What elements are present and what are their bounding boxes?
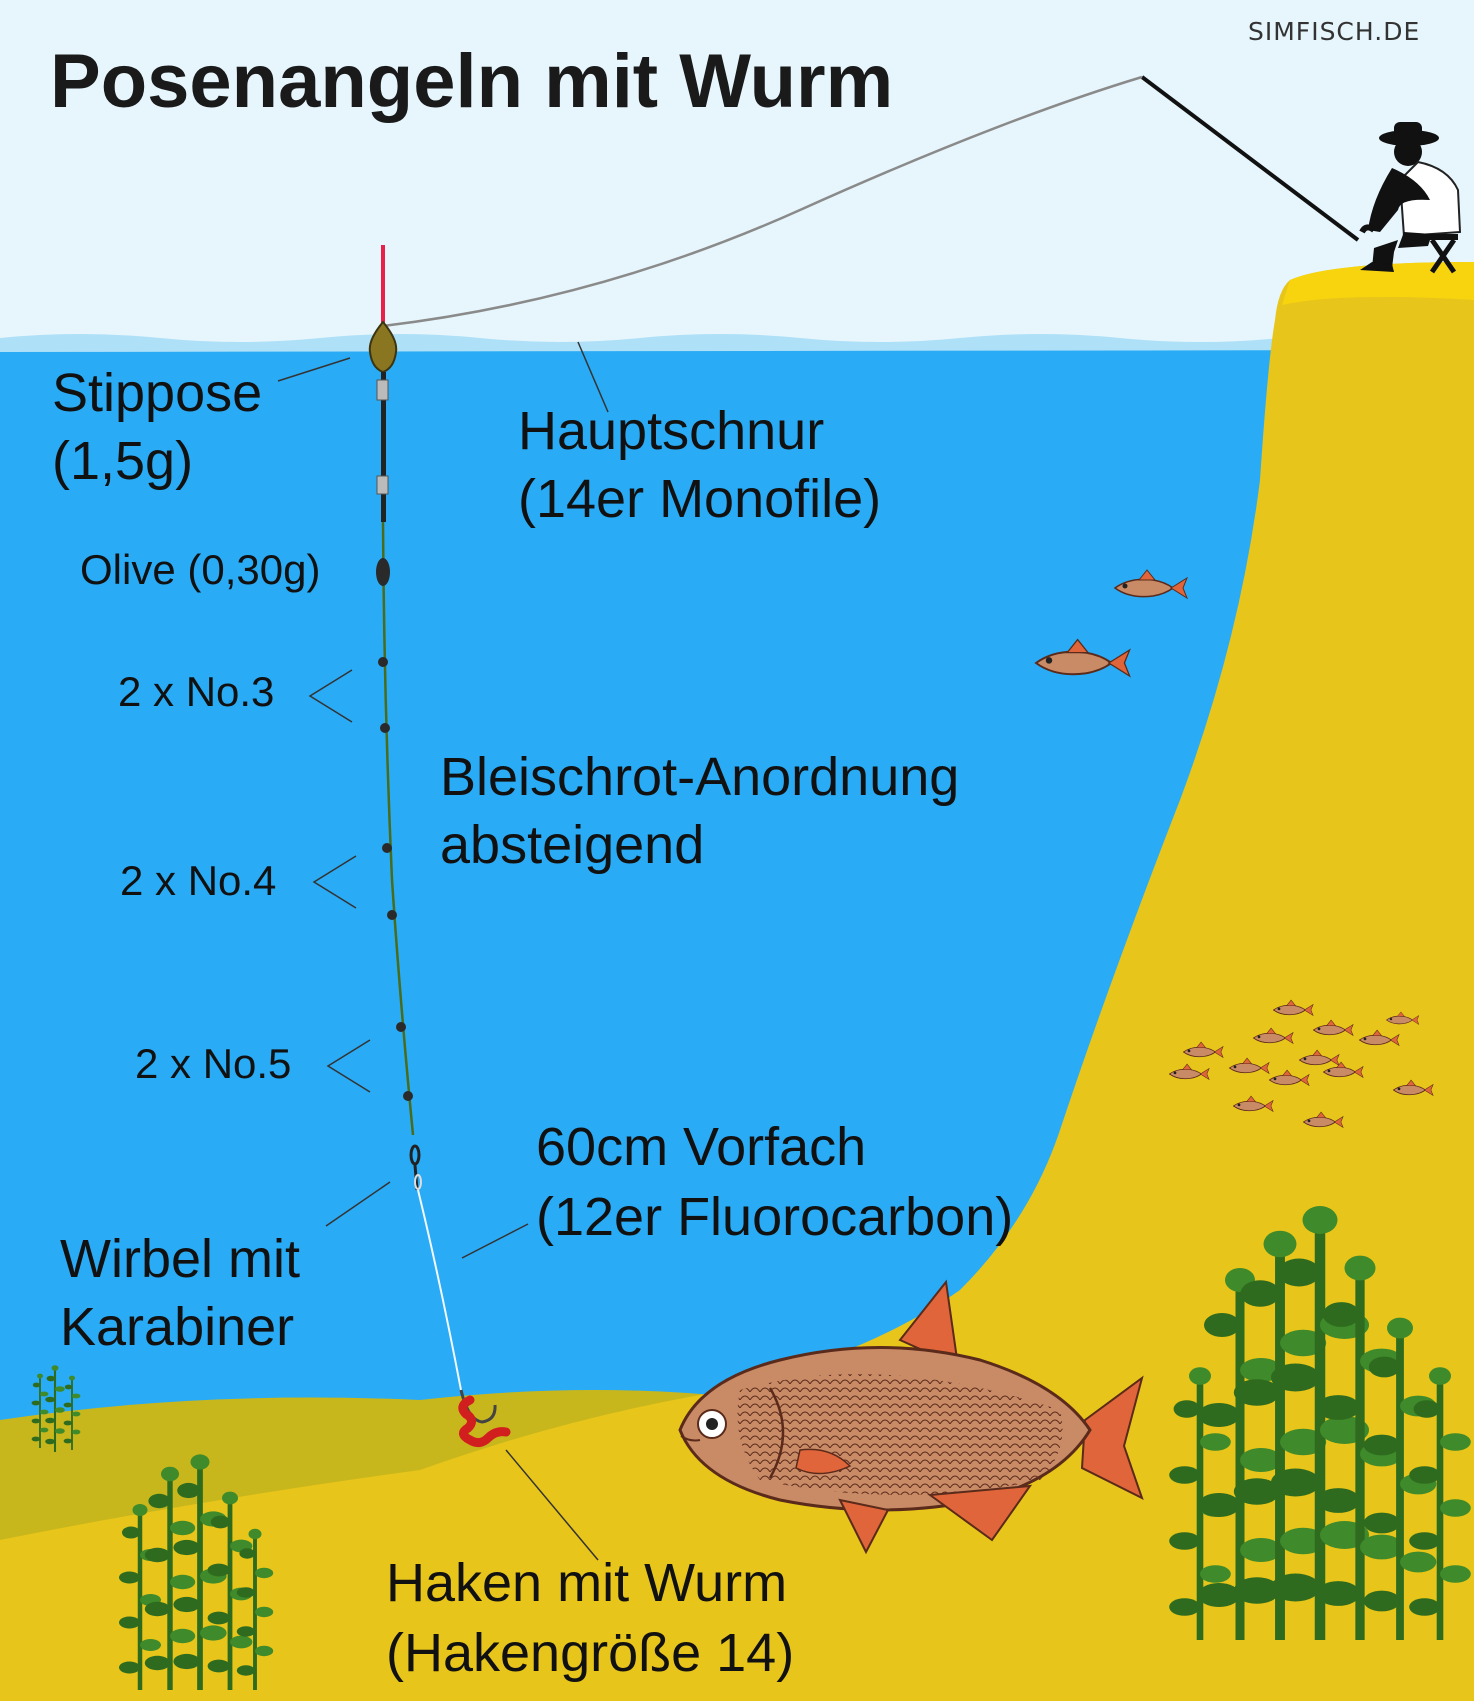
label-float-line1: Stippose (52, 363, 263, 423)
label-hook-line2: (Hakengröße 14) (386, 1623, 795, 1683)
pointer-line-swivel (325, 1181, 391, 1227)
pointer-line-no3 (308, 669, 353, 723)
sand-bank (0, 262, 1474, 1701)
split-shot (378, 657, 388, 667)
water-surface (0, 334, 1474, 352)
pointer-line-no4 (312, 855, 357, 909)
hook-with-worm (458, 1389, 511, 1448)
label-shot-no5: 2 x No.5 (135, 1040, 292, 1087)
label-swivel-line2: Karabiner (60, 1297, 295, 1357)
label-hook-line1: Haken mit Wurm (386, 1553, 788, 1613)
label-shot-no4: 2 x No.4 (120, 857, 277, 904)
split-shot (387, 910, 397, 920)
sky-area (0, 0, 1474, 345)
fishing-rod (1140, 75, 1360, 242)
pointer-line-leader (461, 1223, 529, 1259)
main-line (382, 75, 1143, 328)
page-title: Posenangeln mit Wurm (50, 39, 894, 124)
split-shot (382, 843, 392, 853)
pointer-line-hook (505, 1449, 599, 1561)
label-shot-pattern-line2: absteigend (440, 815, 705, 875)
swivel-snap (409, 1144, 422, 1191)
float-line (381, 521, 415, 1136)
label-shot-pattern-line1: Bleischrot-Anordnung (440, 747, 960, 807)
split-shot (380, 723, 390, 733)
label-main-line-line1: Hauptschnur (518, 401, 825, 461)
pointer-line-main-line (577, 341, 609, 413)
label-shot-no3: 2 x No.3 (118, 668, 275, 715)
split-shot (403, 1091, 413, 1101)
label-leader-line1: 60cm Vorfach (536, 1117, 867, 1177)
float (368, 245, 398, 522)
pointer-line-no5 (326, 1039, 371, 1093)
label-swivel-line1: Wirbel mit (60, 1229, 300, 1289)
label-leader-line2: (12er Fluorocarbon) (536, 1187, 1014, 1247)
label-olive: Olive (0,30g) (80, 546, 321, 593)
site-watermark: SIMFISCH.DE (1248, 17, 1421, 46)
split-shot (396, 1022, 406, 1032)
olive-weight (376, 558, 390, 586)
label-main-line-line2: (14er Monofile) (518, 469, 882, 529)
angler-silhouette (1359, 122, 1462, 274)
pointer-line-float (277, 357, 351, 382)
bream-fish (678, 1279, 1144, 1555)
leader-line (417, 1189, 462, 1391)
label-float-line2: (1,5g) (52, 431, 194, 491)
